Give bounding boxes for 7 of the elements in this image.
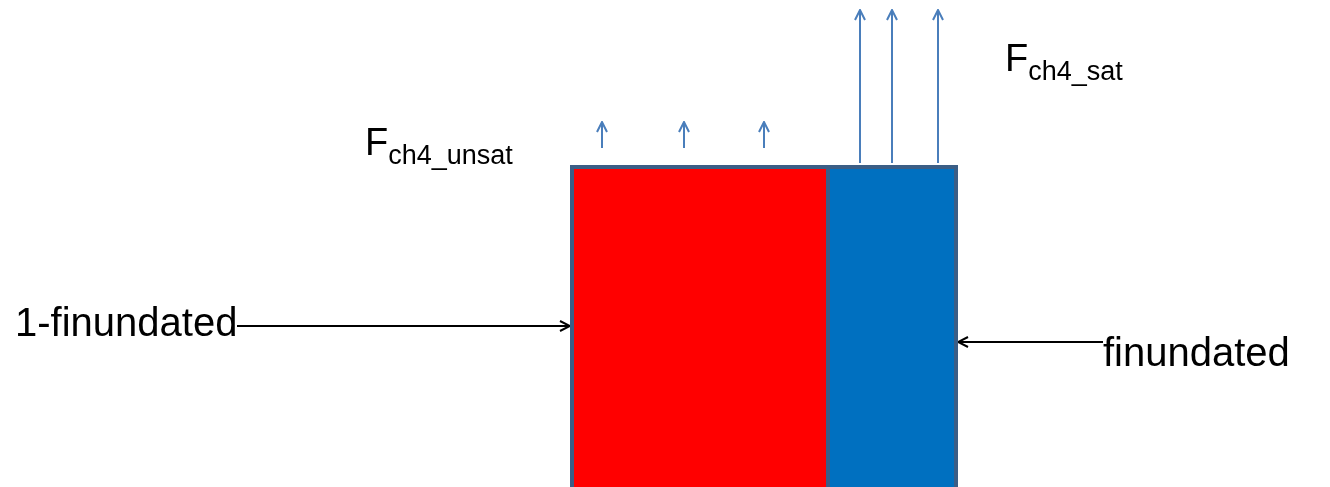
leader-line	[957, 336, 1104, 348]
fraction-label: 1-finundated	[15, 300, 238, 344]
flux-label: F$_{ch4_unsat}$	[365, 122, 513, 172]
fraction-label: finundated	[1103, 330, 1290, 374]
flux-label: F$_{ch4_sat}$	[1005, 38, 1123, 88]
leader-line	[236, 320, 571, 332]
cell-fraction-area	[826, 165, 958, 487]
